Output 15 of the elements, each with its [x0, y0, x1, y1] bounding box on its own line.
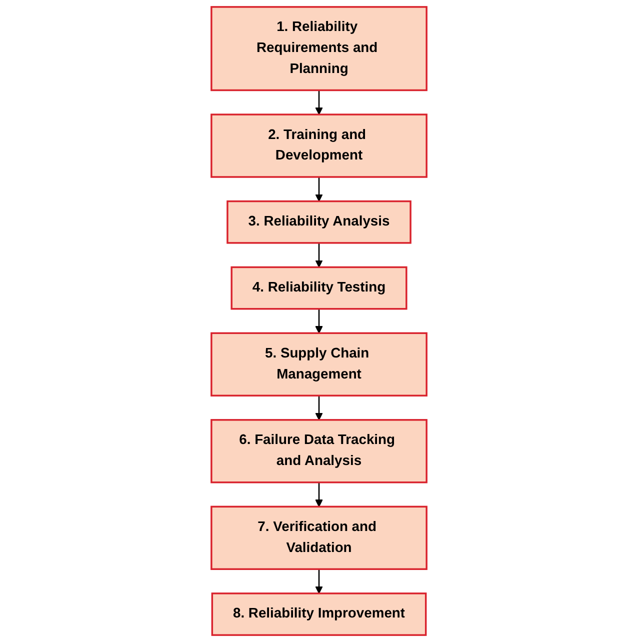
arrow: [314, 242, 322, 268]
node-box: 6. Failure Data Tracking and Analysis: [210, 419, 427, 484]
arrow: [314, 396, 322, 420]
node-box: 8. Reliability Improvement: [210, 592, 426, 636]
arrow: [314, 569, 322, 594]
arrow: [314, 308, 322, 334]
arrow: [314, 482, 322, 507]
node-box: 4. Reliability Testing: [230, 266, 407, 310]
node-box: 7. Verification and Validation: [210, 506, 427, 570]
node-box: 5. Supply Chain Management: [210, 332, 427, 396]
node-box: 1. Reliability Requirements and Planning: [210, 6, 427, 92]
node-box: 2. Training and Development: [210, 114, 427, 178]
node-box: 3. Reliability Analysis: [226, 200, 411, 244]
arrow: [314, 90, 322, 115]
arrow: [314, 176, 322, 202]
